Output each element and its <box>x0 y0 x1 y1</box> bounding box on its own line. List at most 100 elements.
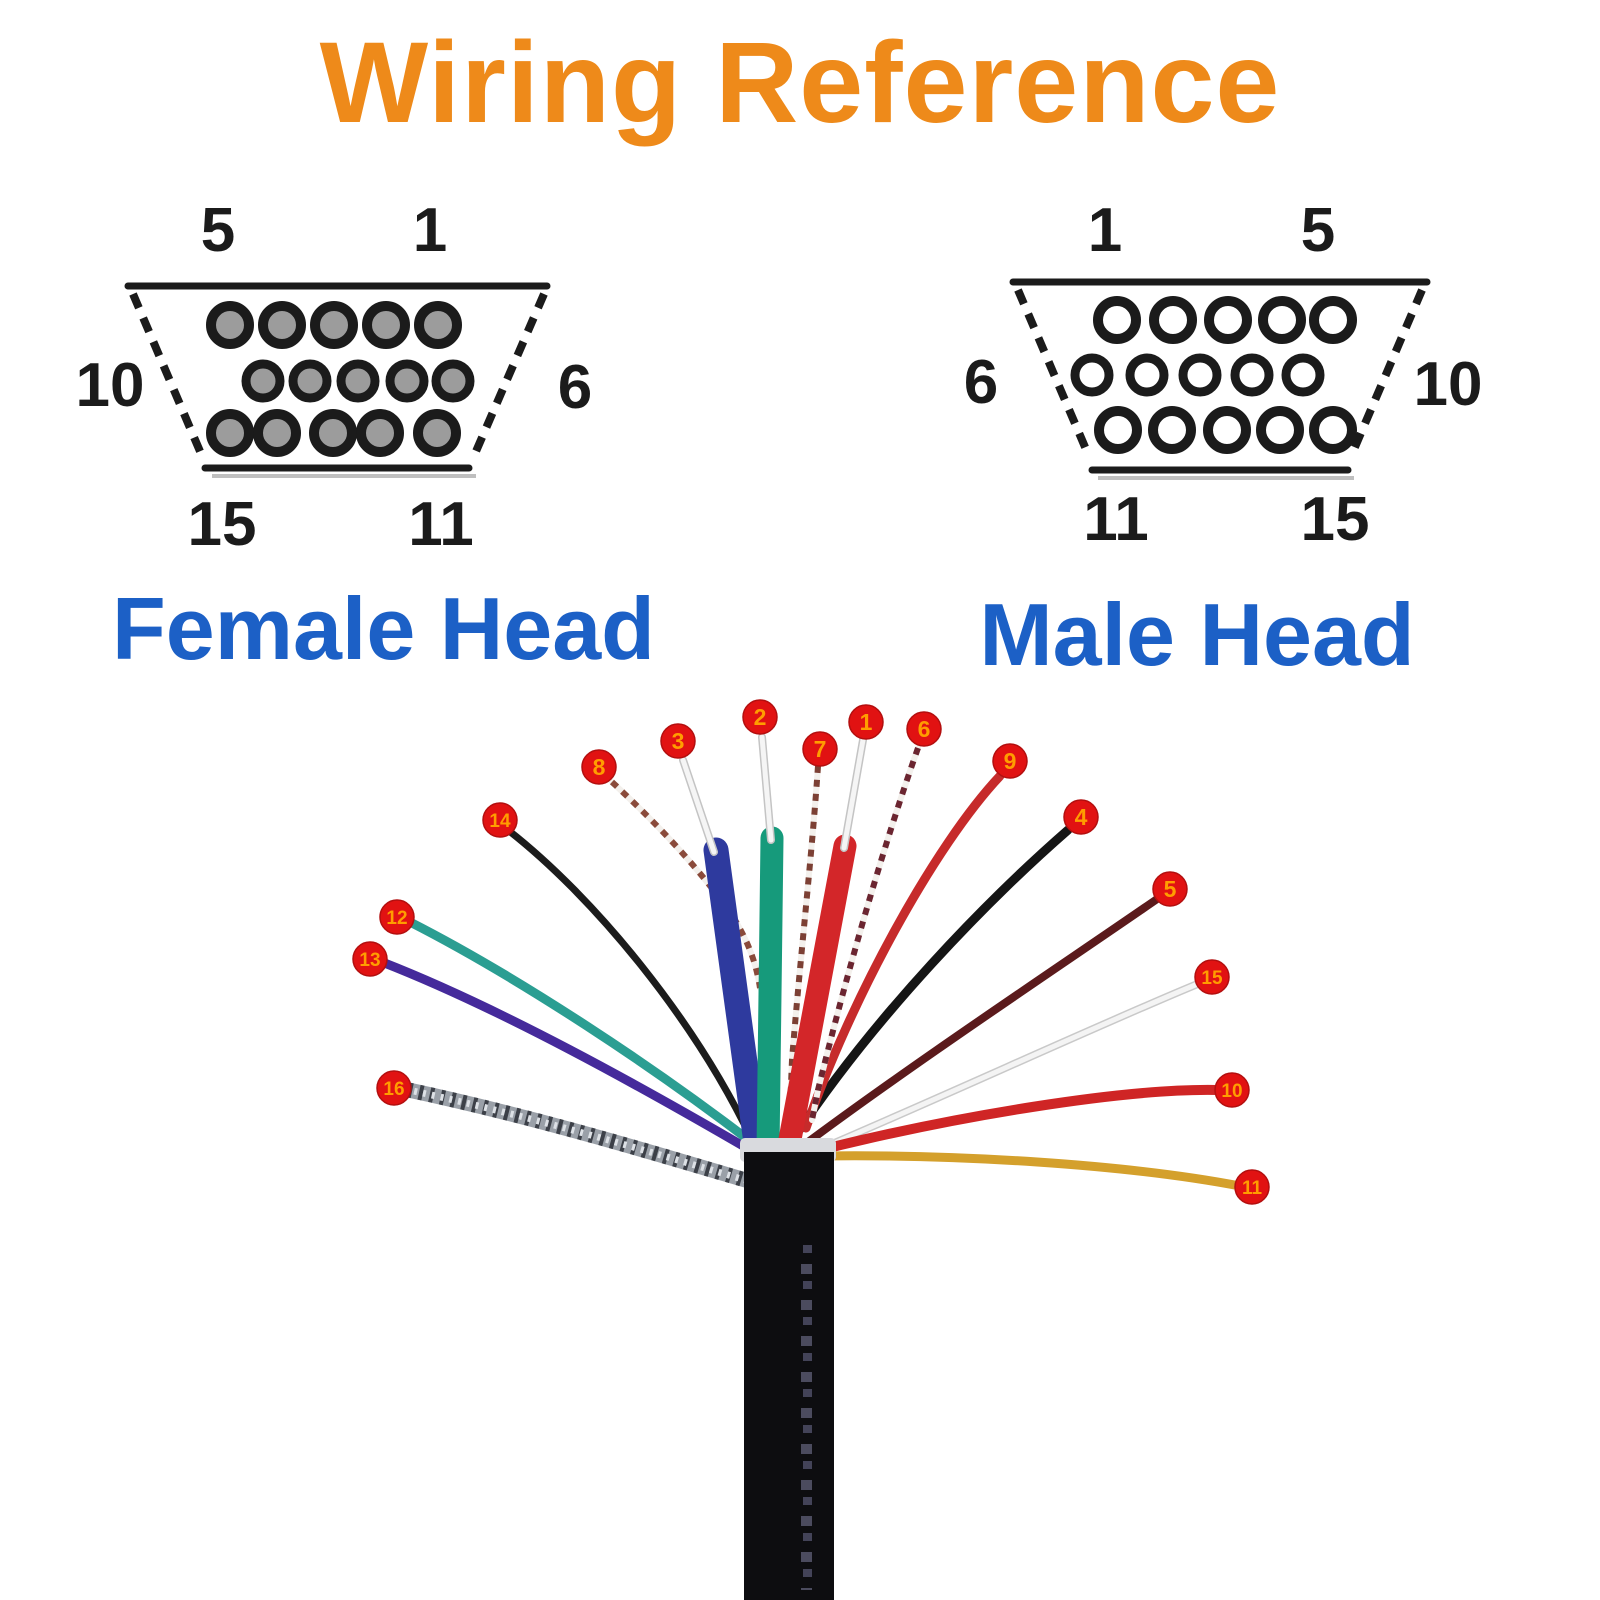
wire-badge-number: 3 <box>672 728 685 754</box>
male-pin-r3-c3 <box>1203 406 1251 454</box>
wire-badge-3: 3 <box>660 723 696 759</box>
page-title: Wiring Reference <box>319 19 1281 147</box>
male-pin-r2-c3 <box>1178 353 1222 397</box>
female-pin-r3-c2 <box>253 409 301 457</box>
wire-badge-number: 8 <box>593 754 606 780</box>
female-pin-r1-c2 <box>258 301 306 349</box>
female-pin-r2-c2 <box>288 359 332 403</box>
male-pin-r2-c2 <box>1125 353 1169 397</box>
male-pin-r1-c2 <box>1149 296 1197 344</box>
wire-badge-1: 1 <box>848 704 884 740</box>
wire-badge-16: 16 <box>376 1070 412 1106</box>
wire-12 <box>405 917 759 1149</box>
female-pin-r3-c5 <box>413 409 461 457</box>
male-pin-r3-c5 <box>1309 406 1357 454</box>
wire-badge-8: 8 <box>581 749 617 785</box>
male-pin-r3-c2 <box>1148 406 1196 454</box>
male-pin-r2-c5 <box>1281 353 1325 397</box>
wire-badge-number: 13 <box>359 950 380 971</box>
female-pin5-label: 5 <box>201 196 235 265</box>
male-connector-diagram: 1 5 6 10 11 15 <box>964 196 1483 554</box>
male-pin15-label: 15 <box>1301 485 1370 554</box>
wire-2 <box>758 733 775 844</box>
wire-10 <box>807 1084 1223 1157</box>
wire-badge-7: 7 <box>802 731 838 767</box>
female-pin-r2-c5 <box>431 359 475 403</box>
cable <box>740 1138 836 1600</box>
female-connector-diagram: 5 1 10 6 15 11 <box>76 196 593 559</box>
male-pin-r1-c3 <box>1204 296 1252 344</box>
wire-badge-6: 6 <box>906 711 942 747</box>
wire-badge-4: 4 <box>1063 799 1099 835</box>
female-pin6-label: 6 <box>558 353 592 422</box>
wire-badge-number: 16 <box>383 1079 404 1100</box>
female-connector-right-edge <box>470 292 548 458</box>
wire-badge-number: 15 <box>1201 968 1223 989</box>
wire-badge-2: 2 <box>742 699 778 735</box>
wire-badge-number: 2 <box>754 704 767 730</box>
female-pin-r2-c3 <box>336 359 380 403</box>
female-pin11-label: 11 <box>408 490 474 559</box>
coax-jacket-wire-3 <box>703 837 770 1163</box>
male-pin-r1-c5 <box>1309 296 1357 344</box>
male-pin5-label: 5 <box>1301 196 1335 265</box>
female-pin-r1-c3 <box>310 301 358 349</box>
wire-badge-number: 6 <box>918 716 931 742</box>
female-pin-r3-c3 <box>309 409 357 457</box>
wire-badge-13: 13 <box>352 941 388 977</box>
wire-badge-number: 11 <box>1242 1178 1263 1199</box>
wire-badge-14: 14 <box>482 802 518 838</box>
male-pin-grid <box>1070 296 1357 454</box>
male-pin1-label: 1 <box>1088 196 1122 265</box>
male-pin-r1-c1 <box>1093 296 1141 344</box>
wire-badge-5: 5 <box>1152 871 1188 907</box>
wire-5 <box>796 893 1164 1152</box>
wire-3 <box>679 756 718 856</box>
coax-jacket-wire-1 <box>776 834 857 1162</box>
female-pin10-label: 10 <box>76 351 145 420</box>
wire-badge-number: 14 <box>489 811 511 832</box>
wire-14 <box>504 826 756 1144</box>
wire-badge-number: 7 <box>814 736 827 762</box>
wire-badge-9: 9 <box>992 743 1028 779</box>
male-connector-left-edge <box>1014 288 1092 456</box>
wire-fan <box>377 733 1245 1191</box>
wire-9 <box>801 771 1005 1133</box>
wire-7 <box>787 763 821 1113</box>
female-pin1-label: 1 <box>413 196 447 265</box>
wire-16 <box>396 1081 760 1190</box>
wire-badge-15: 15 <box>1194 959 1230 995</box>
wire-4 <box>789 825 1073 1143</box>
male-pin11-label: 11 <box>1083 485 1149 554</box>
female-pin-r2-c4 <box>385 359 429 403</box>
female-pin-r1-c4 <box>362 301 410 349</box>
cable-jacket <box>744 1152 834 1600</box>
female-pin-r3-c1 <box>206 409 254 457</box>
male-pin-r2-c4 <box>1230 353 1274 397</box>
wire-11 <box>813 1151 1245 1191</box>
coax-jacket-wire-2 <box>756 826 784 1162</box>
male-head-label: Male Head <box>979 585 1415 684</box>
female-pin15-label: 15 <box>188 490 257 559</box>
wire-badge-number: 4 <box>1075 804 1088 830</box>
wire-badge-number: 9 <box>1004 748 1017 774</box>
wire-badge-number: 1 <box>860 709 873 735</box>
male-pin10-label: 10 <box>1414 350 1483 419</box>
wire-1 <box>840 736 867 852</box>
female-pin-r1-c5 <box>414 301 462 349</box>
male-pin-r3-c1 <box>1094 406 1142 454</box>
female-pin-r2-c1 <box>241 359 285 403</box>
wire-badge-number: 10 <box>1221 1081 1242 1102</box>
female-pin-r3-c4 <box>356 409 404 457</box>
wire-badge-number: 12 <box>386 908 407 929</box>
wire-badge-number: 5 <box>1164 876 1177 902</box>
wire-6 <box>809 745 921 1123</box>
female-connector-left-edge <box>129 292 206 458</box>
male-pin6-label: 6 <box>964 348 998 417</box>
wire-badge-11: 11 <box>1234 1169 1270 1205</box>
wire-15 <box>814 979 1204 1154</box>
male-pin-r3-c4 <box>1256 406 1304 454</box>
wire-13 <box>377 957 755 1155</box>
